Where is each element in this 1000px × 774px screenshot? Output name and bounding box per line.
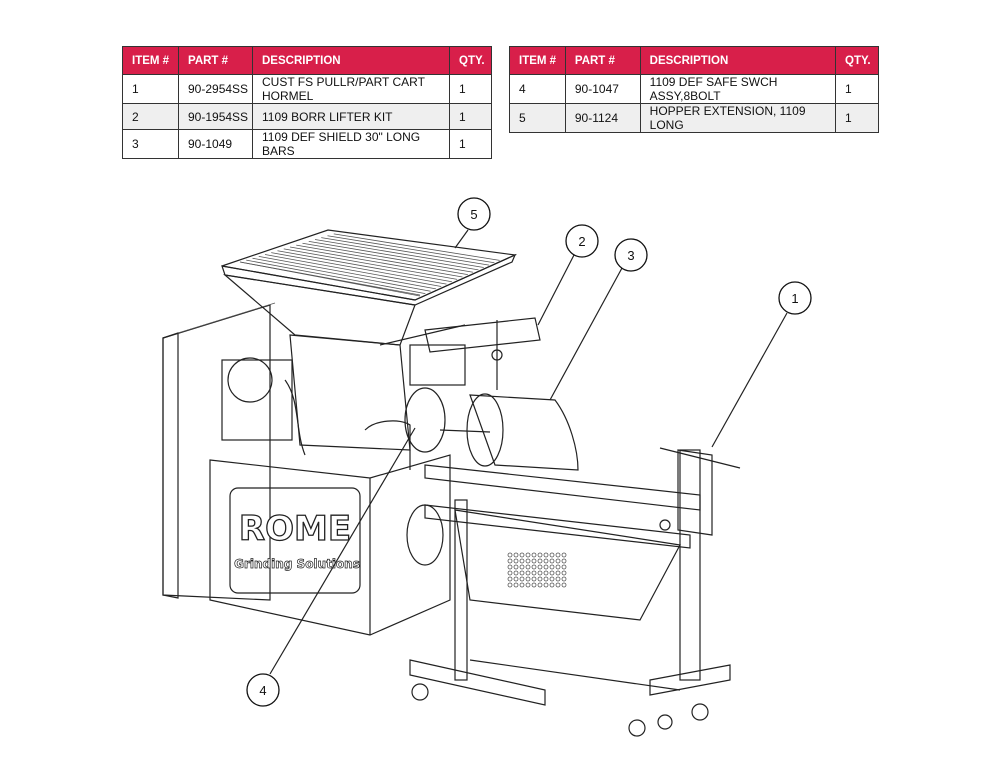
svg-text:3: 3	[627, 248, 634, 263]
callout-1: 1	[778, 281, 812, 315]
item-cell: 3	[122, 129, 179, 159]
table-row: 3 90-1049 1109 DEF SHIELD 30" LONG BARS …	[122, 129, 492, 159]
item-cell: 4	[509, 74, 566, 104]
leader-lines	[269, 229, 788, 675]
cart-screen	[507, 552, 567, 588]
header-item: ITEM #	[122, 46, 179, 75]
header-description: DESCRIPTION	[639, 46, 837, 75]
qty-cell: 1	[449, 74, 492, 104]
table-row: 4 90-1047 1109 DEF SAFE SWCH ASSY,8BOLT …	[509, 74, 879, 104]
svg-text:4: 4	[259, 683, 266, 698]
svg-text:2: 2	[578, 234, 585, 249]
table-header-row: ITEM # PART # DESCRIPTION QTY.	[122, 46, 492, 75]
logo-brand: ROME	[239, 509, 351, 549]
table-row: 2 90-1954SS 1109 BORR LIFTER KIT 1	[122, 103, 492, 130]
header-qty: QTY.	[835, 46, 879, 75]
hopper-grate	[239, 233, 500, 297]
item-cell: 2	[122, 103, 179, 130]
grinder-head	[289, 324, 466, 453]
table-row: 5 90-1124 HOPPER EXTENSION, 1109 LONG 1	[509, 103, 879, 133]
item-cell: 1	[122, 74, 179, 104]
description-cell: 1109 DEF SAFE SWCH ASSY,8BOLT	[639, 74, 837, 104]
table-row: 1 90-2954SS CUST FS PULLR/PART CART HORM…	[122, 74, 492, 104]
callout-2: 2	[565, 224, 599, 258]
svg-text:5: 5	[470, 207, 477, 222]
motor	[221, 357, 411, 470]
item-cell: 5	[509, 103, 566, 133]
parts-table-left: ITEM # PART # DESCRIPTION QTY. 1 90-2954…	[122, 46, 492, 159]
grinder-base: ROME Grinding Solutions	[209, 454, 451, 636]
description-cell: 1109 DEF SHIELD 30" LONG BARS	[252, 129, 450, 159]
description-cell: HOPPER EXTENSION, 1109 LONG	[639, 103, 837, 133]
parts-table-right: ITEM # PART # DESCRIPTION QTY. 4 90-1047…	[509, 46, 879, 133]
hopper-extension	[221, 229, 518, 346]
qty-cell: 1	[449, 129, 492, 159]
logo-tagline: Grinding Solutions	[234, 557, 360, 571]
qty-cell: 1	[449, 103, 492, 130]
qty-cell: 1	[835, 74, 879, 104]
header-qty: QTY.	[449, 46, 492, 75]
header-part: PART #	[564, 46, 641, 75]
callout-3: 3	[614, 238, 648, 272]
lifter-kit	[424, 317, 541, 390]
control-cabinet	[162, 302, 276, 601]
qty-cell: 1	[835, 103, 879, 133]
pullr-part-cart	[409, 447, 741, 737]
callout-5: 5	[457, 197, 491, 231]
part-cell: 90-1047	[564, 74, 641, 104]
deflector-shield	[439, 393, 579, 471]
svg-text:1: 1	[791, 291, 798, 306]
part-cell: 90-1049	[178, 129, 253, 159]
callout-4: 4	[246, 673, 280, 707]
description-cell: 1109 BORR LIFTER KIT	[252, 103, 450, 130]
part-cell: 90-1124	[564, 103, 641, 133]
part-cell: 90-2954SS	[178, 74, 253, 104]
